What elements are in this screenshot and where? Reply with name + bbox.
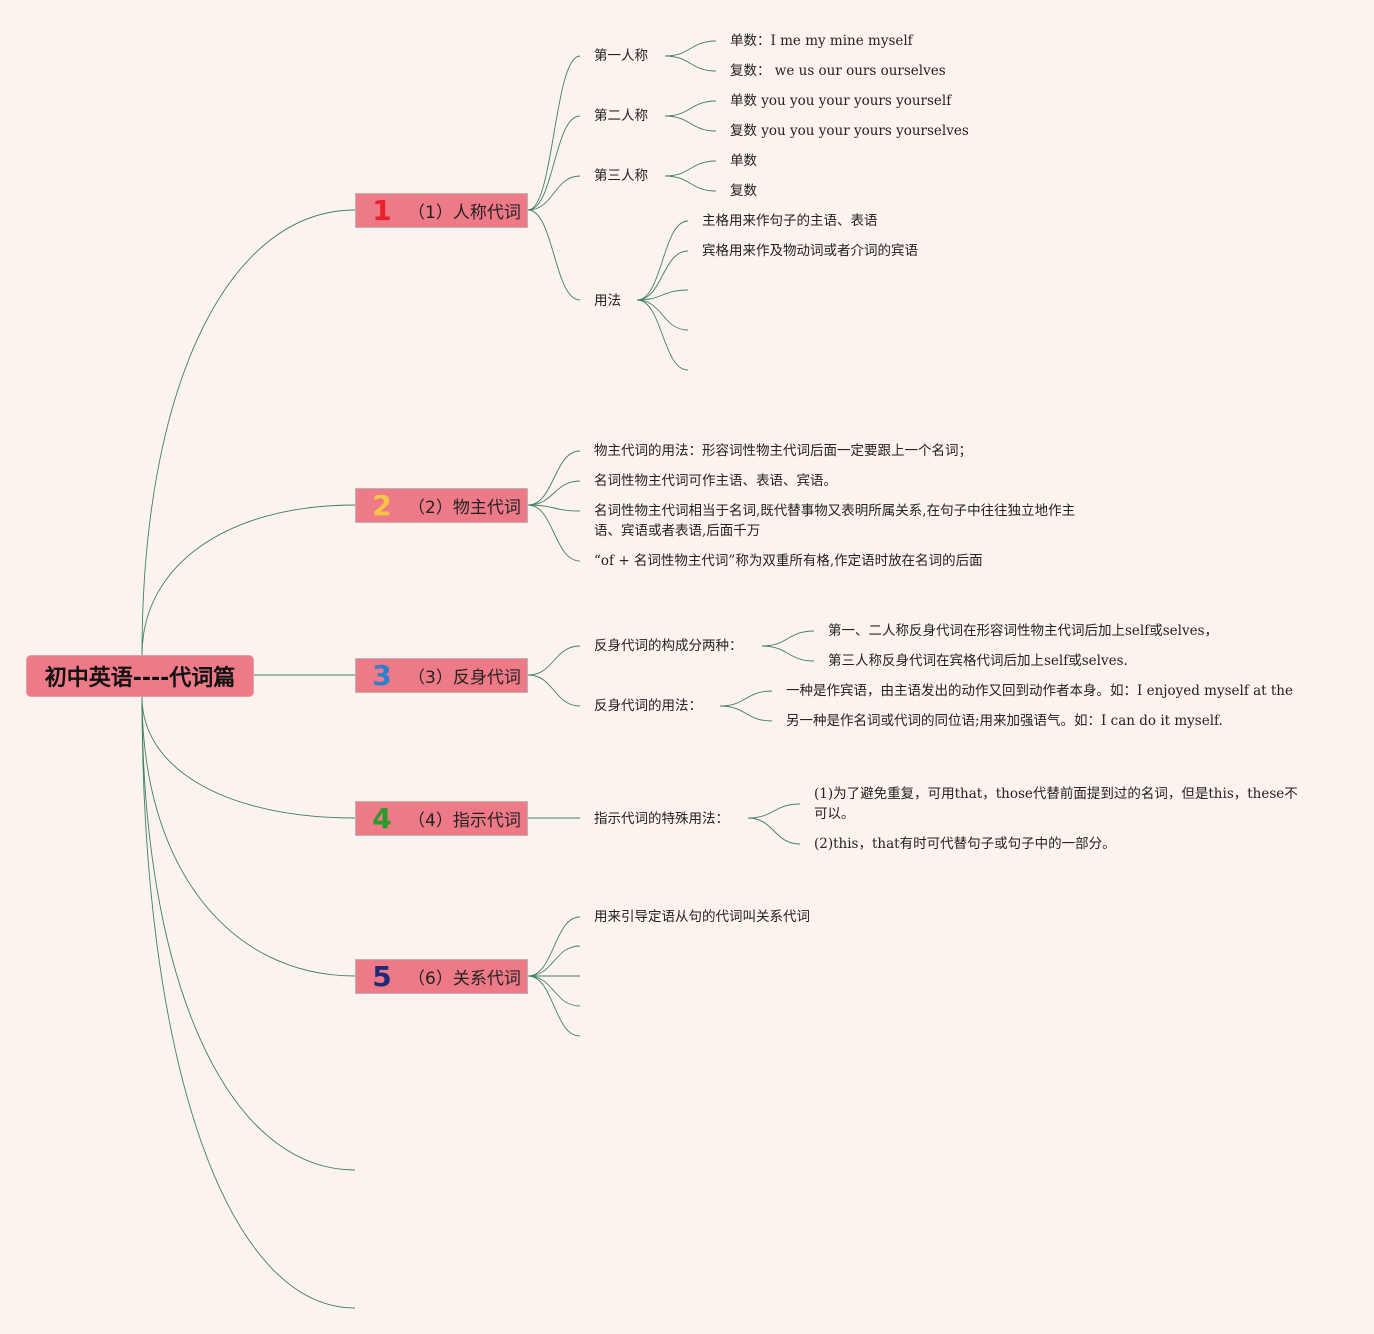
number-badge-5: 5 <box>372 960 392 993</box>
node-demonstrative-special-2[interactable]: (2)this，that有时可代替句子或句子中的一部分。 <box>814 836 1116 852</box>
leaf-connector <box>719 705 773 722</box>
root-connector <box>141 696 356 819</box>
leaf-connector <box>761 630 815 647</box>
branch-relative-pronouns[interactable]: 5 （6）关系代词 <box>355 959 528 994</box>
node-reflexive-usage-1[interactable]: 一种是作宾语，由主语发出的动作又回到动作者本身。如：I enjoyed myse… <box>786 683 1293 699</box>
branch-reflexive-pronouns[interactable]: 3 （3）反身代词 <box>355 658 528 693</box>
leaf-connector <box>636 299 689 371</box>
branch-connector <box>527 674 581 707</box>
leaf-connector <box>636 220 689 301</box>
branch-label: （2）物主代词 <box>408 498 521 518</box>
number-badge-2: 2 <box>372 489 392 522</box>
leaf-connector <box>636 289 689 301</box>
node-second-singular[interactable]: 单数 you you your yours yourself <box>730 93 952 109</box>
number-badge-1: 1 <box>372 194 392 227</box>
node-second-person[interactable]: 第二人称 <box>594 108 648 124</box>
branch-connector <box>527 504 581 512</box>
node-usage-objective[interactable]: 宾格用来作及物动词或者介词的宾语 <box>702 243 918 259</box>
root-topic[interactable]: 初中英语----代词篇 <box>26 655 254 697</box>
branch-connector <box>527 975 581 1007</box>
number-badge-4: 4 <box>372 802 392 835</box>
branch-personal-pronouns[interactable]: 1 （1）人称代词 <box>355 193 528 228</box>
root-connector <box>141 696 356 1309</box>
leaf-connector <box>636 299 689 331</box>
branch-connector <box>527 945 581 977</box>
branch-connector <box>527 645 581 676</box>
node-third-plural[interactable]: 复数 <box>730 183 757 199</box>
branch-connector <box>527 480 581 506</box>
branch-connector <box>527 175 581 211</box>
root-topic-label: 初中英语----代词篇 <box>44 666 236 691</box>
root-connector <box>141 696 356 1171</box>
branch-label: （1）人称代词 <box>408 203 521 223</box>
node-reflexive-formation-2[interactable]: 第三人称反身代词在宾格代词后加上self或selves. <box>828 653 1128 669</box>
node-possessive-usage[interactable]: 物主代词的用法：形容词性物主代词后面一定要跟上一个名词； <box>594 443 972 459</box>
node-usage[interactable]: 用法 <box>594 293 621 309</box>
branch-connector <box>527 504 581 562</box>
node-double-possessive[interactable]: “of + 名词性物主代词”称为双重所有格,作定语时放在名词的后面 <box>594 553 983 569</box>
number-badge-3: 3 <box>372 659 392 692</box>
node-first-person[interactable]: 第一人称 <box>594 48 648 64</box>
node-second-plural[interactable]: 复数 you you your yours yourselves <box>730 123 969 139</box>
branch-connector <box>527 209 581 301</box>
branch-connector <box>527 975 581 1037</box>
leaf-connector <box>664 160 717 177</box>
branch-label: （4）指示代词 <box>408 811 521 831</box>
branch-possessive-pronouns[interactable]: 2 （2）物主代词 <box>355 488 528 523</box>
node-reflexive-usage[interactable]: 反身代词的用法： <box>594 698 702 714</box>
branch-demonstrative-pronouns[interactable]: 4 （4）指示代词 <box>355 801 528 836</box>
leaf-connector <box>636 250 689 301</box>
node-first-singular[interactable]: 单数：I me my mine myself <box>730 33 913 49</box>
node-reflexive-usage-2[interactable]: 另一种是作名词或代词的同位语;用来加强语气。如：I can do it myse… <box>786 713 1223 729</box>
node-reflexive-formation-1[interactable]: 第一、二人称反身代词在形容词性物主代词后加上self或selves， <box>828 623 1219 639</box>
node-demonstrative-special[interactable]: 指示代词的特殊用法： <box>594 811 729 827</box>
node-first-plural[interactable]: 复数： we us our ours ourselves <box>730 63 946 79</box>
node-possessive-equivalent[interactable]: 名词性物主代词相当于名词,既代替事物又表明所属关系,在句子中往往独立地作主语、宾… <box>594 503 1076 539</box>
leaf-connector <box>719 690 773 707</box>
node-reflexive-formation[interactable]: 反身代词的构成分两种： <box>594 638 743 654</box>
node-possessive-nominal[interactable]: 名词性物主代词可作主语、表语、宾语。 <box>594 473 837 489</box>
leaf-connector <box>761 645 815 662</box>
branch-label: （3）反身代词 <box>408 668 521 688</box>
leaf-connector <box>747 817 801 845</box>
leaf-connector <box>664 40 717 57</box>
branch-connector <box>527 916 581 977</box>
branch-connector <box>527 450 581 506</box>
node-third-person[interactable]: 第三人称 <box>594 168 648 184</box>
branch-label: （6）关系代词 <box>408 969 521 989</box>
leaf-connector <box>664 115 717 132</box>
node-relative-definition[interactable]: 用来引导定语从句的代词叫关系代词 <box>594 909 810 925</box>
root-connector <box>141 696 356 977</box>
node-third-singular[interactable]: 单数 <box>730 153 757 169</box>
root-connector <box>141 504 356 656</box>
leaf-connector <box>747 803 801 819</box>
root-connector <box>141 209 356 656</box>
leaf-connector <box>664 175 717 192</box>
node-demonstrative-special-1[interactable]: (1)为了避免重复，可用that，those代替前面提到过的名词，但是this，… <box>814 786 1298 822</box>
branch-connector <box>527 115 581 211</box>
leaf-connector <box>664 100 717 117</box>
node-usage-nominative[interactable]: 主格用来作句子的主语、表语 <box>702 213 878 229</box>
branch-connector <box>527 55 581 211</box>
leaf-connector <box>664 55 717 72</box>
